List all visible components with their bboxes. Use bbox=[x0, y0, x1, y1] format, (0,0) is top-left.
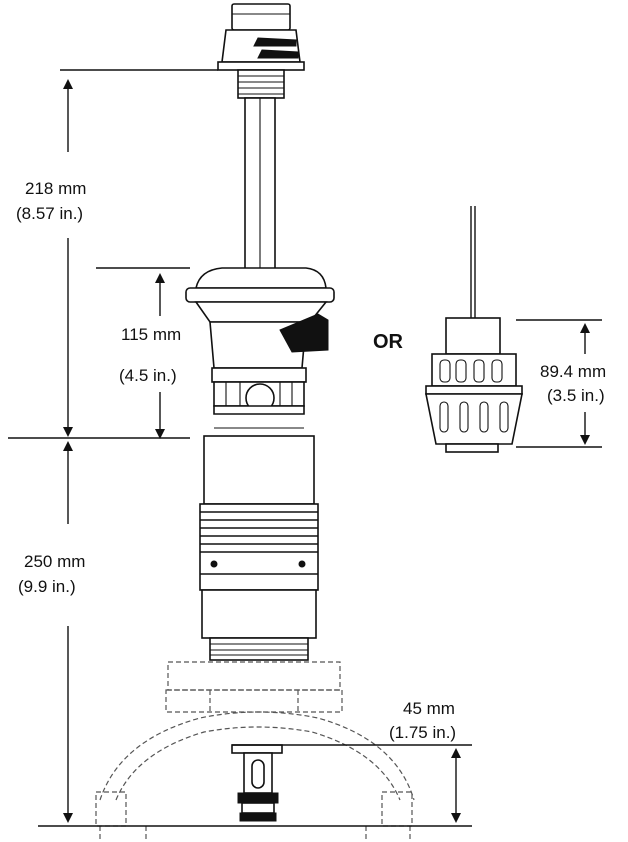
dim-250-metric: 250 mm bbox=[24, 552, 85, 571]
probe-assembly bbox=[185, 3, 335, 822]
dim-89-imperial: (3.5 in.) bbox=[547, 386, 605, 405]
probe-body bbox=[199, 435, 319, 661]
dimension-45: 45 mm (1.75 in.) bbox=[232, 699, 472, 823]
probe-tip bbox=[231, 744, 283, 822]
top-connector bbox=[217, 3, 305, 99]
dim-115-metric: 115 mm bbox=[121, 325, 181, 344]
dimension-218: 218 mm (8.57 in.) bbox=[16, 69, 218, 437]
mounting-flange bbox=[95, 661, 415, 842]
dim-89-metric: 89.4 mm bbox=[540, 362, 606, 381]
or-label: OR bbox=[373, 331, 404, 353]
dim-218-imperial: (8.57 in.) bbox=[16, 204, 83, 223]
probe-cap bbox=[185, 267, 335, 429]
dimension-89: 89.4 mm (3.5 in.) bbox=[516, 319, 606, 448]
dim-45-metric: 45 mm bbox=[403, 699, 455, 718]
dim-218-metric: 218 mm bbox=[25, 179, 86, 198]
dim-250-imperial: (9.9 in.) bbox=[18, 577, 76, 596]
dimension-250: 250 mm (9.9 in.) bbox=[18, 441, 85, 823]
dim-115-imperial: (4.5 in.) bbox=[119, 366, 177, 385]
alternate-cap bbox=[425, 206, 523, 453]
dim-45-imperial: (1.75 in.) bbox=[389, 723, 456, 742]
dimension-115: 115 mm (4.5 in.) bbox=[96, 267, 190, 439]
